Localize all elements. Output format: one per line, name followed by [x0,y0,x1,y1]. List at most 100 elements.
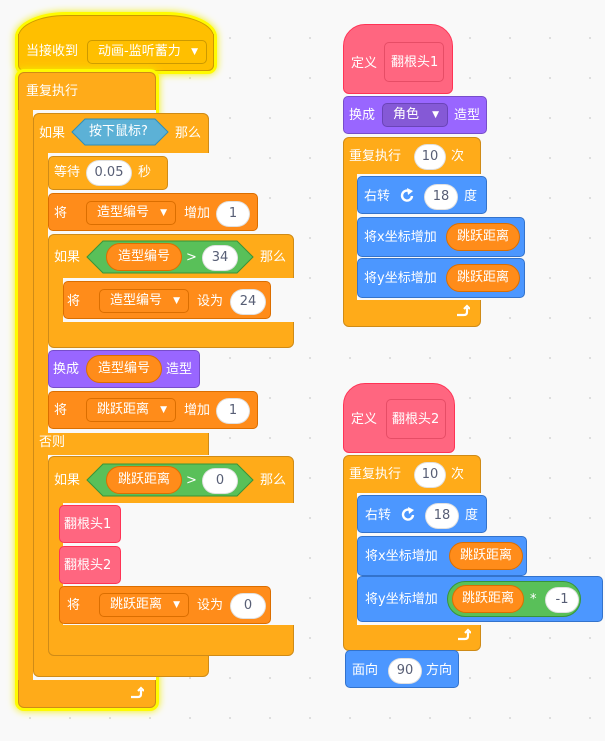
define-flip2-script[interactable]: 定义 翻根头2 重复执行 10 次 右转 18 度 将x坐标增加 跳跃距离 将y… [340,380,603,700]
define-flip1-prototype[interactable] [384,42,444,82]
def1-turn-label: 右转 [364,189,391,204]
def2-repeat-suffix: 次 [451,467,465,482]
jump-gt-operator-label: > [186,473,197,488]
call-flip1-block[interactable] [59,505,121,543]
def1-switch-label: 换成 [349,108,376,123]
mouse-down-condition[interactable] [71,118,169,146]
def1-repeat-input[interactable]: 10 [414,144,446,170]
jump-var-dropdown-value: 跳跃距离 [97,402,150,417]
set-costume-var-dropdown-value: 造型编号 [110,293,163,308]
def1-costume-dropdown[interactable]: 角色 ▼ [382,103,448,127]
point-direction-input[interactable]: 90 [388,658,422,684]
dropdown-arrow-icon: ▼ [191,47,198,57]
set-costume-label: 将 [67,294,81,309]
call-flip2-label: 翻根头2 [64,558,112,573]
define-flip2-label: 定义 [351,412,378,427]
when-receive-label: 当接收到 [26,44,79,59]
jump-var-dropdown[interactable]: 跳跃距离 ▼ [86,398,176,422]
loop-arrow-icon [458,628,471,641]
switch-costume-reporter[interactable]: 造型编号 [86,355,162,383]
call-flip2-block[interactable] [59,546,121,584]
def2-change-x-label: 将x坐标增加 [365,549,438,564]
costume-var-dropdown[interactable]: 造型编号 ▼ [86,201,176,225]
mouse-down-label: 按下鼠标? [89,124,148,139]
change-jump-op-label: 增加 [184,403,211,418]
dropdown-arrow-icon: ▼ [432,110,439,120]
if-jump-if-label: 如果 [54,473,81,488]
def1-turn-input[interactable]: 18 [424,184,458,210]
define-flip1-label: 定义 [351,56,378,71]
multiply-input[interactable]: -1 [545,587,579,613]
def2-change-y-reporter[interactable]: 跳跃距离 [452,585,524,613]
define-flip2-name: 翻根头2 [392,412,440,427]
set-costume-var-dropdown[interactable]: 造型编号 ▼ [99,289,189,313]
wait-unit: 秒 [138,165,152,180]
def1-repeat-label: 重复执行 [349,149,402,164]
call-flip1-label: 翻根头1 [64,517,112,532]
set-jump-input[interactable]: 0 [230,593,266,619]
if-costume-then-label: 那么 [260,250,287,265]
left-script[interactable]: 当接收到 动画-监听蓄力 ▼ 重复执行 如果 否则 那么 按下鼠标? 等待 0.… [0,0,310,741]
message-dropdown[interactable]: 动画-监听蓄力 ▼ [87,40,207,64]
def1-turn-block[interactable] [357,176,487,214]
set-jump-label: 将 [67,598,81,613]
change-costume-input[interactable]: 1 [216,201,250,227]
gt-operator-label: > [186,250,197,265]
if-jump-then-label: 那么 [260,473,287,488]
multiply-symbol: * [530,592,537,607]
point-direction-suffix: 方向 [426,663,453,678]
set-costume-input[interactable]: 24 [230,289,266,315]
set-jump-var-dropdown[interactable]: 跳跃距离 ▼ [99,593,189,617]
def1-change-x-reporter[interactable]: 跳跃距离 [446,223,520,251]
change-jump-input[interactable]: 1 [216,398,250,424]
set-op-label: 设为 [197,294,224,309]
def2-turn-block[interactable] [357,495,487,533]
change-jump-label: 将 [54,403,68,418]
wait-input[interactable]: 0.05 [86,160,132,186]
dropdown-arrow-icon: ▼ [160,405,167,415]
rotate-right-icon [400,188,414,202]
dropdown-arrow-icon: ▼ [173,600,180,610]
costume-number-reporter[interactable]: 造型编号 [106,243,182,271]
def1-costume-dropdown-value: 角色 [393,107,420,122]
define-flip1-script[interactable]: 定义 翻根头1 换成 角色 ▼ 造型 重复执行 10 次 右转 18 度 将x坐… [340,20,540,340]
define-flip1-name: 翻根头1 [391,55,439,70]
dropdown-arrow-icon: ▼ [160,208,167,218]
def2-turn-label: 右转 [365,508,392,523]
set-jump-var-dropdown-value: 跳跃距离 [110,597,163,612]
if-label: 如果 [39,126,66,141]
change-op-label: 增加 [184,206,211,221]
jump-distance-reporter[interactable]: 跳跃距离 [106,466,182,494]
point-direction-label: 面向 [352,663,379,678]
costume-threshold-input[interactable]: 34 [202,245,238,271]
switch-costume-label: 换成 [53,362,80,377]
def1-change-y-reporter[interactable]: 跳跃距离 [446,264,520,292]
costume-var-dropdown-value: 造型编号 [97,205,150,220]
def1-change-x-label: 将x坐标增加 [364,230,437,245]
if-costume-if-label: 如果 [54,250,81,265]
jump-threshold-input[interactable]: 0 [202,468,238,494]
def1-switch-suffix: 造型 [454,108,481,123]
def2-repeat-label: 重复执行 [349,467,402,482]
rotate-right-icon [401,507,415,521]
forever-arm [18,110,33,680]
message-dropdown-value: 动画-监听蓄力 [98,44,181,59]
forever-label: 重复执行 [26,84,79,99]
def2-change-x-reporter[interactable]: 跳跃距离 [449,542,523,570]
def1-change-y-label: 将y坐标增加 [364,271,437,286]
def2-turn-suffix: 度 [465,508,479,523]
def2-repeat-input[interactable]: 10 [414,462,446,488]
loop-arrow-icon [457,304,470,317]
else-label: 否则 [39,435,66,450]
def1-repeat-suffix: 次 [451,149,465,164]
dropdown-arrow-icon: ▼ [173,296,180,306]
def1-turn-suffix: 度 [464,189,478,204]
set-jump-op-label: 设为 [197,598,224,613]
def2-turn-input[interactable]: 18 [425,503,459,529]
wait-label: 等待 [54,165,81,180]
switch-costume-suffix: 造型 [166,362,193,377]
then-label: 那么 [175,126,202,141]
loop-arrow-icon [131,686,144,699]
change-costume-label: 将 [54,206,68,221]
define-flip2-prototype[interactable] [386,399,446,439]
